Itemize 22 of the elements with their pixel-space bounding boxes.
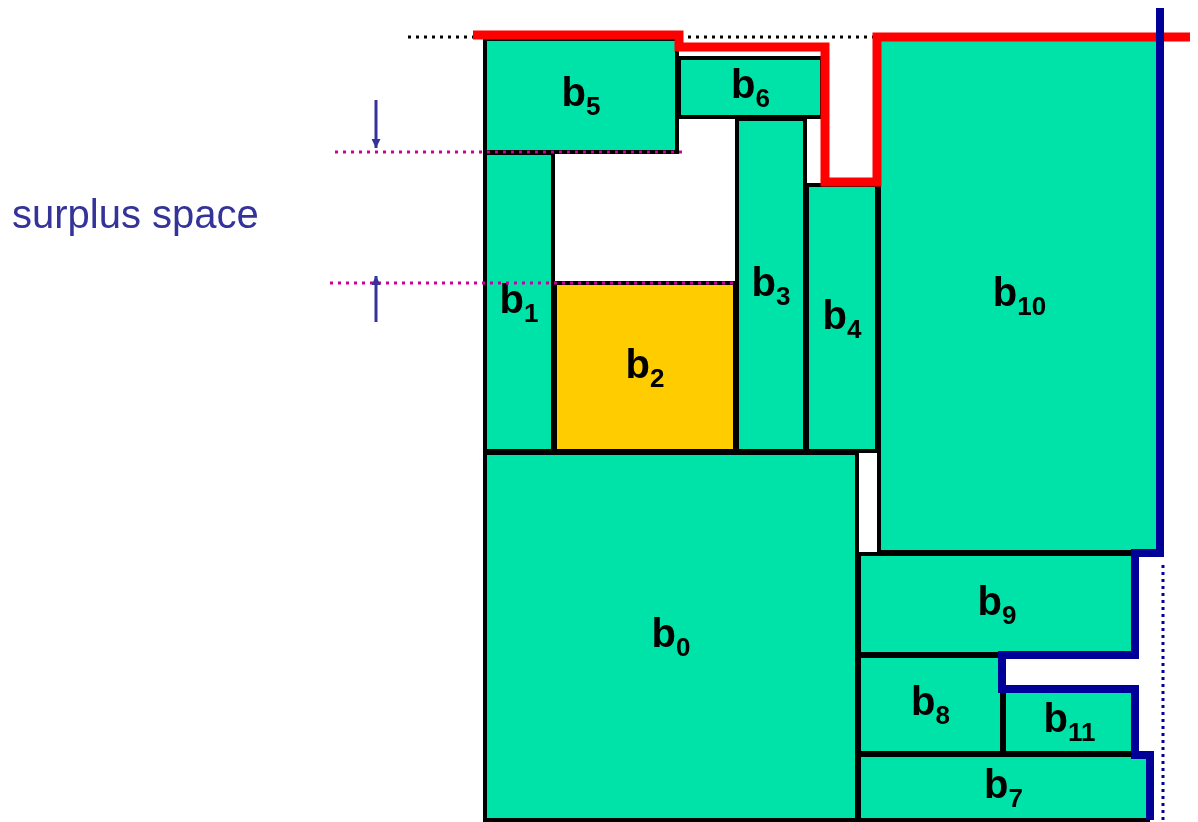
box-label: b$_{8}$ [911, 681, 950, 728]
box-label: b$_{9}$ [977, 580, 1017, 628]
box-label: b$_{0}$ [651, 613, 691, 660]
packed-box [805, 183, 879, 453]
box-label: b$_{3}$ [751, 261, 791, 309]
packed-box [857, 654, 1004, 755]
box-label: b$_{2}$ [625, 343, 665, 391]
box-label: b$_{5}$ [561, 72, 601, 119]
packed-box [677, 56, 824, 119]
box-label: b$_{4}$ [822, 294, 862, 342]
packed-box [483, 37, 679, 154]
box-label: b$_{11}$ [1043, 697, 1096, 745]
packed-box [857, 753, 1150, 822]
packed-box [483, 451, 859, 822]
packed-box [483, 151, 555, 453]
box-label: b$_{6}$ [731, 64, 770, 111]
packed-box [553, 281, 737, 453]
box-label: b$_{10}$ [992, 272, 1047, 319]
dimension-label: surplus space [12, 192, 259, 237]
packed-box [735, 117, 807, 453]
box-label: b$_{7}$ [984, 764, 1023, 811]
box-label: b$_{1}$ [499, 278, 539, 326]
